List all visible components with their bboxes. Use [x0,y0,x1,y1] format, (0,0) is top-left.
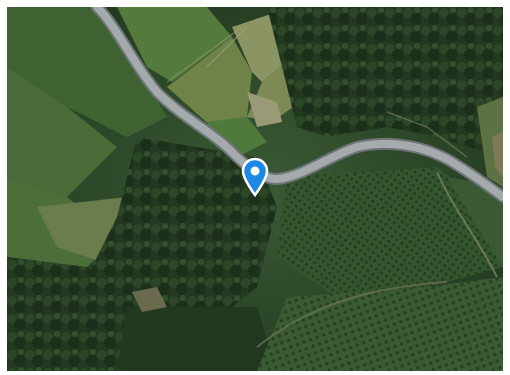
satellite-imagery [7,7,503,371]
satellite-map[interactable] [7,7,503,371]
location-pin-icon[interactable] [240,157,270,197]
